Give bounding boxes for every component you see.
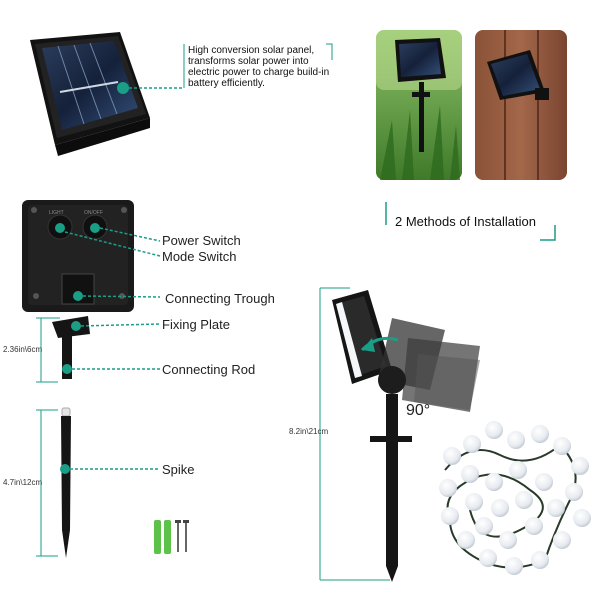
svg-text:ON/OFF: ON/OFF xyxy=(84,210,103,216)
power-switch-label: Power Switch xyxy=(162,233,241,248)
spike-image xyxy=(61,407,71,558)
mode-switch-label: Mode Switch xyxy=(162,249,237,264)
wall-anchors-image xyxy=(154,520,189,554)
rotation-angle-label: 90° xyxy=(406,402,431,419)
solar-panel-description: High conversion solar panel, transforms … xyxy=(188,45,330,89)
svg-text:LIGHT: LIGHT xyxy=(49,210,64,216)
spike-label: Spike xyxy=(162,462,195,477)
fixing-plate-image xyxy=(52,316,90,379)
fixing-plate-label: Fixing Plate xyxy=(162,317,230,332)
solar-panel-image xyxy=(30,32,150,156)
connecting-trough-label: Connecting Trough xyxy=(165,291,275,306)
bulb-string-image xyxy=(439,421,591,575)
rod-height-dimension: 2.36in\6cm xyxy=(3,345,43,354)
spike-height-dimension: 4.7in\12cm xyxy=(3,478,43,487)
solar-panel-marker xyxy=(117,82,129,94)
total-height-dimension: 8.2in\21cm xyxy=(289,427,329,436)
assembled-stake-image xyxy=(332,290,480,582)
connecting-rod-label: Connecting Rod xyxy=(162,362,256,377)
install-photo-wall xyxy=(475,30,567,180)
installation-methods-label: 2 Methods of Installation xyxy=(395,214,536,229)
install-photo-ground xyxy=(376,30,462,180)
